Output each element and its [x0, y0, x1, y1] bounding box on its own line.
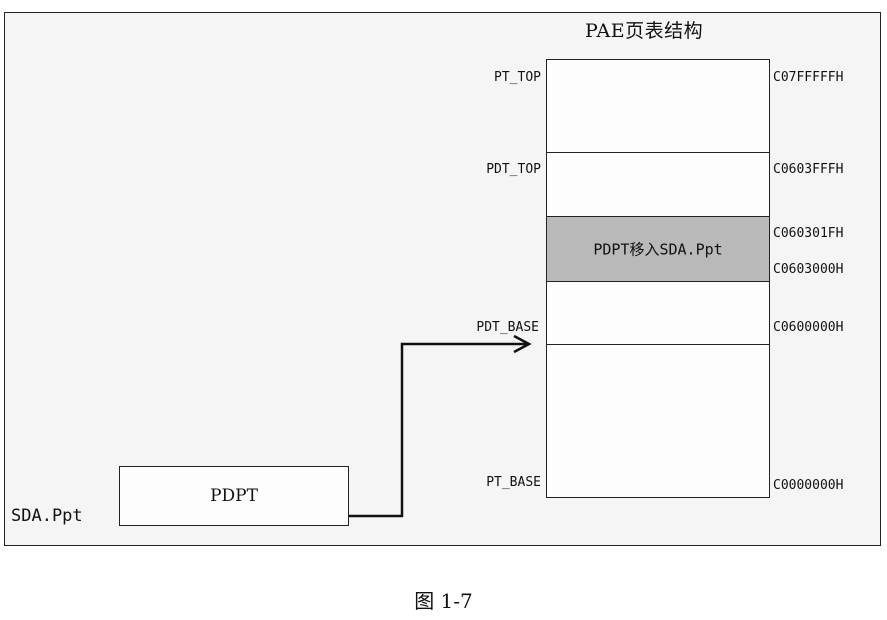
address-c0600000: C0600000H — [773, 320, 844, 335]
segment-pt-base — [546, 344, 770, 498]
label-pdt-top: PDT_TOP — [486, 162, 541, 177]
segment-pdt-top — [546, 152, 770, 216]
segment-pdt-base — [546, 281, 770, 344]
sda-ppt-label: SDA.Ppt — [11, 506, 83, 526]
pdpt-box-label: PDPT — [210, 486, 258, 506]
address-c07fffff: C07FFFFFH — [773, 70, 844, 85]
address-c0603fff: C0603FFFH — [773, 162, 844, 177]
segment-pt-top — [546, 59, 770, 152]
segment-pdpt: PDPT移入SDA.Ppt — [546, 216, 770, 281]
pdpt-box: PDPT — [119, 466, 349, 526]
label-pt-base: PT_BASE — [486, 475, 541, 490]
address-c0000000: C0000000H — [773, 478, 844, 493]
figure-caption: 图 1-7 — [414, 589, 473, 613]
label-pdt-base: PDT_BASE — [476, 320, 539, 335]
label-pt-top: PT_TOP — [494, 70, 541, 85]
segment-pdpt-label: PDPT移入SDA.Ppt — [593, 240, 723, 259]
diagram-title: PAE页表结构 — [585, 20, 704, 42]
address-c0603000: C0603000H — [773, 262, 844, 277]
address-c060301f: C060301FH — [773, 226, 844, 241]
